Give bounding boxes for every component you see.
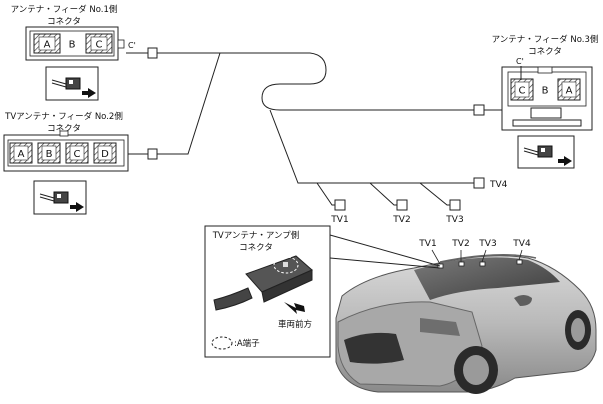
vehicle-label-tv2: TV2 bbox=[451, 239, 469, 249]
pin-label: C bbox=[96, 40, 103, 51]
connector-insert-icon bbox=[33, 180, 87, 215]
connector-no1-title: アンテナ・フィーダ No.1側 bbox=[11, 4, 118, 15]
connector-no2-subtitle: コネクタ bbox=[47, 124, 81, 134]
antenna-harness bbox=[157, 52, 474, 206]
connector-no3-subtitle: コネクタ bbox=[528, 47, 562, 57]
branch-label-tv3: TV3 bbox=[445, 215, 463, 225]
tv2-terminal bbox=[396, 199, 408, 211]
pin-label: A bbox=[566, 86, 573, 97]
amp-connector-inset: TVアンテナ・アンプ側 コネクタ 車両前方 :A端子 bbox=[204, 225, 441, 358]
pin-label: B bbox=[542, 86, 549, 97]
tv4-terminal bbox=[473, 177, 485, 189]
connector-no1-subtitle: コネクタ bbox=[47, 17, 81, 27]
branch-label-tv2: TV2 bbox=[392, 215, 410, 225]
vehicle-label-tv1: TV1 bbox=[418, 239, 436, 249]
vehicle-illustration: TV1 TV2 TV3 TV4 bbox=[335, 239, 597, 394]
tv1-terminal bbox=[334, 199, 346, 211]
pin-label: A bbox=[18, 149, 25, 160]
vehicle-label-tv4: TV4 bbox=[512, 239, 531, 249]
amp-connector-title: TVアンテナ・アンプ側 bbox=[212, 230, 300, 241]
antenna-points bbox=[431, 249, 523, 269]
connector-insert-icon bbox=[45, 66, 99, 101]
vehicle-front-label: 車両前方 bbox=[278, 319, 312, 330]
pin-label: D bbox=[101, 149, 109, 160]
vehicle-label-tv3: TV3 bbox=[478, 239, 496, 249]
connector-insert-icon bbox=[517, 135, 575, 169]
connector-no1: アンテナ・フィーダ No.1側 コネクタ A B C C' bbox=[11, 4, 158, 101]
pin-callout: C' bbox=[516, 57, 524, 66]
pin-label: B bbox=[69, 40, 76, 51]
pin-label: B bbox=[46, 149, 53, 160]
connector-no3: アンテナ・フィーダ No.3側 コネクタ C' C B A bbox=[473, 34, 599, 169]
amp-connector-subtitle: コネクタ bbox=[239, 243, 273, 253]
tv3-terminal bbox=[449, 199, 461, 211]
pin-callout: C' bbox=[128, 41, 136, 50]
connector-no3-title: アンテナ・フィーダ No.3側 bbox=[492, 34, 599, 45]
pin-label: C bbox=[519, 86, 526, 97]
branch-label-tv1: TV1 bbox=[330, 215, 348, 225]
connector-no2-title: TVアンテナ・フィーダ No.2側 bbox=[4, 111, 123, 122]
pin-label: C bbox=[74, 149, 81, 160]
pin-label: A bbox=[44, 40, 51, 51]
branch-label-tv4: TV4 bbox=[489, 180, 508, 190]
connector-no2: TVアンテナ・フィーダ No.2側 コネクタ A B C D bbox=[3, 111, 158, 215]
terminal-a-legend: :A端子 bbox=[234, 338, 260, 349]
